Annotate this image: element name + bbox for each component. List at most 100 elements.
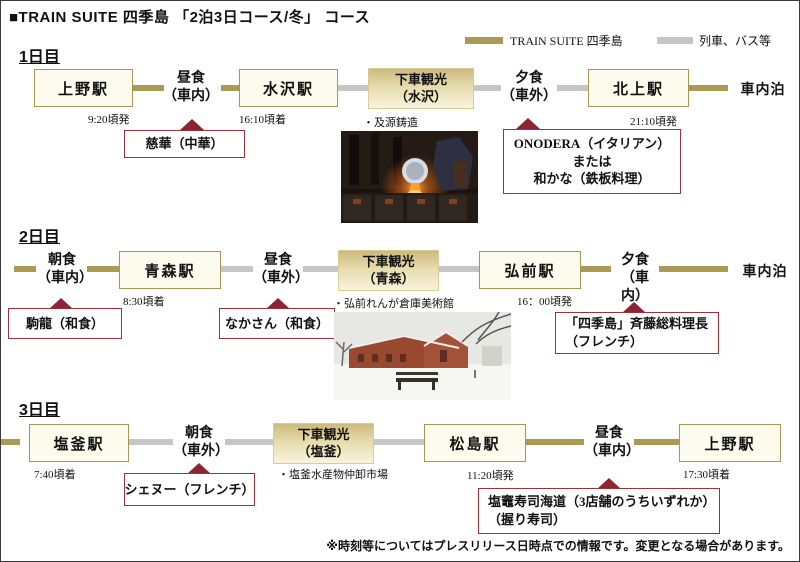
meal-breakfast-day2: 朝食 （車内） [37,252,93,288]
callout-line: 塩竈寿司海道（3店舗のうちいずれか） [488,494,716,510]
callout-line: シェヌー（フレンチ） [124,481,255,497]
callout-line: 和かな（鉄板料理） [533,171,651,187]
callout-line: ONODERA（イタリアン） [513,136,671,152]
station-label: 弘前駅 [504,263,556,280]
hirosaki-brick-warehouse-photo [334,311,512,400]
callout-arrow [49,298,73,309]
callout-arrow [266,298,290,309]
time-aomori-arr: 8:30頃着 [123,296,165,308]
callout-arrow [516,118,540,129]
callout-dinner-day2: 「四季島」斉藤総料理長 （フレンチ） [555,312,719,354]
meal-label: 昼食 [595,426,623,441]
activity-place: （塩釜） [297,443,350,459]
callout-line: 駒龍（和食） [25,315,104,331]
meal-lunch-day1: 昼食 （車内） [161,70,221,106]
callout-arrow [187,463,211,474]
callout-arrow [622,302,646,313]
meal-label: 昼食 [177,71,205,86]
callout-dinner-day1: ONODERA（イタリアン） または 和かな（鉄板料理） [503,129,681,194]
rail-other-segment [439,266,479,272]
station-box-mizusawa: 水沢駅 [239,69,338,107]
station-box-ueno-day1: 上野駅 [34,69,133,107]
callout-line: （フレンチ） [565,334,644,349]
overnight-day2: 車内泊 [742,265,788,280]
callout-lunch-day1: 慈華（中華） [124,130,245,158]
rail-other-segment [557,85,588,91]
callout-line: 「四季島」斉藤総料理長 [565,316,709,332]
station-box-hirosaki: 弘前駅 [479,251,581,289]
meal-label: 昼食 [264,253,292,268]
note-shiogama-market: ・塩釜水産物仲卸市場 [278,469,388,481]
callout-breakfast-day2: 駒龍（和食） [8,308,122,339]
activity-place: （青森） [362,270,415,286]
activity-box-mizusawa: 下車観光 （水沢） [368,68,474,109]
time-matsushima-dep: 11:20頃発 [467,470,514,482]
callout-breakfast-day3: シェヌー（フレンチ） [124,473,255,506]
meal-breakfast-day3: 朝食 （車外） [173,425,229,461]
time-ueno-dep: 9:20頃発 [88,114,130,126]
day3-header: 3日目 [19,402,60,419]
rail-other-segment [374,439,424,445]
legend-shikishima-bar [465,37,503,44]
station-box-ueno-day3: 上野駅 [679,424,781,462]
rail-other-segment [221,266,253,272]
page-title: ■TRAIN SUITE 四季島 「2泊3日コース/冬」 コース [9,9,371,26]
rail-other-segment [303,266,338,272]
callout-arrow [597,478,621,489]
station-box-matsushima: 松島駅 [424,424,526,462]
station-label: 松島駅 [449,436,501,453]
activity-box-shiogama: 下車観光 （塩釜） [273,423,374,464]
station-box-aomori: 青森駅 [119,251,221,289]
station-box-shiogama: 塩釜駅 [29,424,129,462]
footnote: ※時刻等についてはプレスリリース日時点での情報です。変更となる場合があります。 [326,539,790,553]
note-oigen: ・及源鋳造 [363,117,418,129]
meal-place: （車内） [37,271,93,287]
rail-other-segment [129,439,173,445]
callout-line: 慈華（中華） [145,136,224,152]
rail-shikishima-segment [133,85,164,91]
meal-place: （車内） [584,444,640,460]
overnight-day1: 車内泊 [740,83,786,98]
meal-place: （車外） [173,444,229,460]
time-mizusawa-arr: 16:10頃着 [239,114,287,126]
station-label: 水沢駅 [262,81,314,98]
meal-dinner-day1: 夕食 （車外） [501,70,557,106]
meal-place: （車内） [163,89,219,105]
callout-arrow [180,119,204,130]
rail-other-segment [474,85,501,91]
rail-other-segment [225,439,273,445]
day2-header: 2日目 [19,229,60,246]
day1-header: 1日目 [19,49,60,66]
rail-shikishima-segment [87,266,119,272]
time-hirosaki-dep: 16：00頃発 [517,296,572,308]
rail-shikishima-segment [1,439,20,445]
rail-shikishima-segment [634,439,679,445]
station-label: 上野駅 [704,436,756,453]
meal-lunch-day3: 昼食 （車内） [584,425,640,461]
callout-line: （握り寿司） [488,512,567,527]
rail-shikishima-segment [221,85,239,91]
callout-lunch-day2: なかさん（和食） [219,308,335,339]
rail-shikishima-segment [659,266,728,272]
rail-other-segment [338,85,368,91]
activity-place: （水沢） [394,88,447,104]
meal-label: 朝食 [185,426,213,441]
time-shiogama-arr: 7:40頃着 [34,469,76,481]
rail-shikishima-segment [14,266,36,272]
time-ueno-arr: 17:30頃着 [683,469,731,481]
rail-shikishima-segment [526,439,584,445]
activity-label: 下車観光 [362,254,415,270]
callout-line: または [572,153,612,169]
callout-line: なかさん（和食） [224,315,329,331]
legend-shikishima-label: TRAIN SUITE 四季島 [510,34,623,48]
oigen-foundry-photo [341,131,478,223]
rail-shikishima-segment [689,85,728,91]
meal-place: （車内） [621,271,649,305]
rail-shikishima-segment [581,266,611,272]
meal-place: （車外） [253,271,309,287]
station-box-kitakami: 北上駅 [588,69,689,107]
meal-label: 夕食 [515,71,543,86]
activity-label: 下車観光 [394,72,447,88]
station-label: 北上駅 [612,81,664,98]
